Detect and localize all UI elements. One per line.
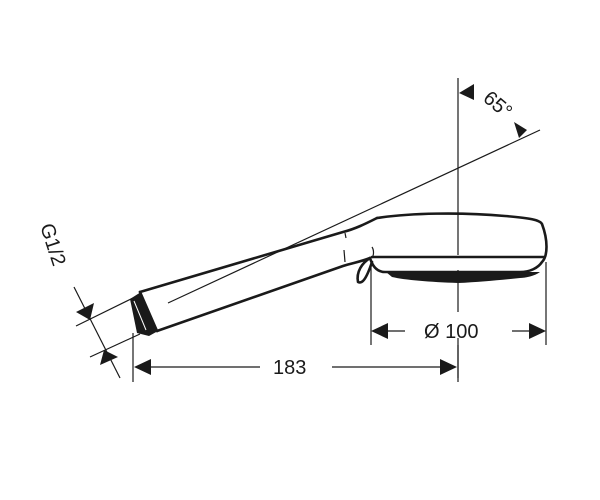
- length-arrow-left-icon: [134, 359, 151, 375]
- angle-dimension: 65°: [459, 84, 527, 138]
- diameter-label: Ø 100: [424, 321, 478, 343]
- angle-label: 65°: [479, 87, 516, 123]
- length-label: 183: [273, 357, 306, 379]
- thread-connector: [130, 292, 158, 336]
- diameter-arrow-right-icon: [529, 323, 546, 339]
- diameter-arrow-left-icon: [371, 323, 388, 339]
- length-arrow-right-icon: [440, 359, 457, 375]
- shower-head: [356, 212, 548, 284]
- handle-axis-line: [167, 129, 541, 304]
- diameter-dimension: Ø 100: [370, 262, 547, 345]
- thread-arrow-top-icon: [76, 303, 94, 320]
- angle-arrow-right-icon: [514, 122, 527, 138]
- shower-handle: [138, 216, 379, 333]
- thread-label: G1/2: [35, 221, 69, 269]
- length-dimension: 183: [132, 333, 459, 382]
- angle-arrow-left-icon: [459, 84, 474, 100]
- thread-arrow-bottom-icon: [100, 350, 118, 365]
- thread-dimension: G1/2: [35, 221, 141, 379]
